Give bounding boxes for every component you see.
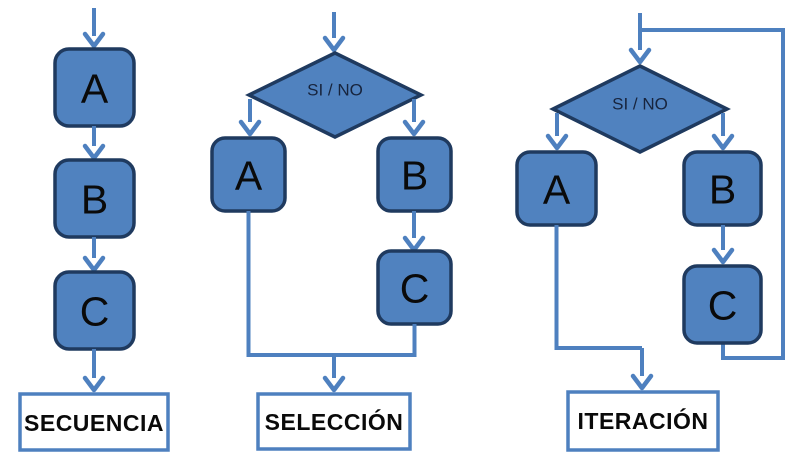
arrowhead-icon — [402, 235, 426, 253]
selection-label: SELECCIÓN — [265, 408, 404, 435]
node-c-label: C — [708, 283, 738, 329]
arrowhead-icon — [322, 35, 346, 53]
node-b-label: B — [709, 167, 736, 213]
loop-back-connector — [640, 28, 785, 360]
arrowhead-icon — [82, 143, 106, 161]
node-c-label: C — [400, 266, 430, 312]
arrowhead-icon — [82, 375, 106, 393]
merge-connector — [246, 211, 417, 357]
decision-label: SI / NO — [307, 81, 363, 100]
arrowhead-icon — [82, 31, 106, 49]
node-a-label: A — [543, 167, 571, 213]
arrowhead-icon — [82, 255, 106, 273]
sequence-label: SECUENCIA — [24, 410, 164, 436]
exit-connector — [554, 225, 642, 350]
node-c-box — [682, 264, 763, 345]
arrowhead-icon — [711, 133, 735, 151]
decision-diamond — [549, 64, 731, 154]
arrowhead-icon — [628, 47, 652, 65]
selection-diagram: SI / NO A B C SELECCIÓN — [210, 12, 453, 451]
arrowhead-icon — [322, 375, 346, 393]
arrowhead-icon — [402, 119, 426, 137]
node-a-label: A — [235, 153, 263, 199]
selection-label-box — [256, 392, 412, 451]
arrowhead-icon — [630, 373, 654, 391]
decision-diamond — [245, 51, 425, 139]
node-c-label: C — [80, 289, 110, 335]
node-a-label: A — [81, 66, 109, 112]
sequence-label-box — [18, 392, 170, 452]
iteration-label: ITERACIÓN — [578, 407, 709, 434]
decision-label: SI / NO — [612, 95, 668, 114]
iteration-label-box — [566, 390, 720, 452]
sequence-diagram: A B C SECUENCIA — [18, 8, 170, 452]
node-b-label: B — [81, 177, 108, 223]
node-b-label: B — [401, 153, 428, 199]
arrowhead-icon — [545, 133, 569, 151]
arrowhead-icon — [238, 119, 262, 137]
iteration-diagram: SI / NO A B C ITERACIÓN — [515, 13, 785, 452]
arrowhead-icon — [711, 247, 735, 265]
